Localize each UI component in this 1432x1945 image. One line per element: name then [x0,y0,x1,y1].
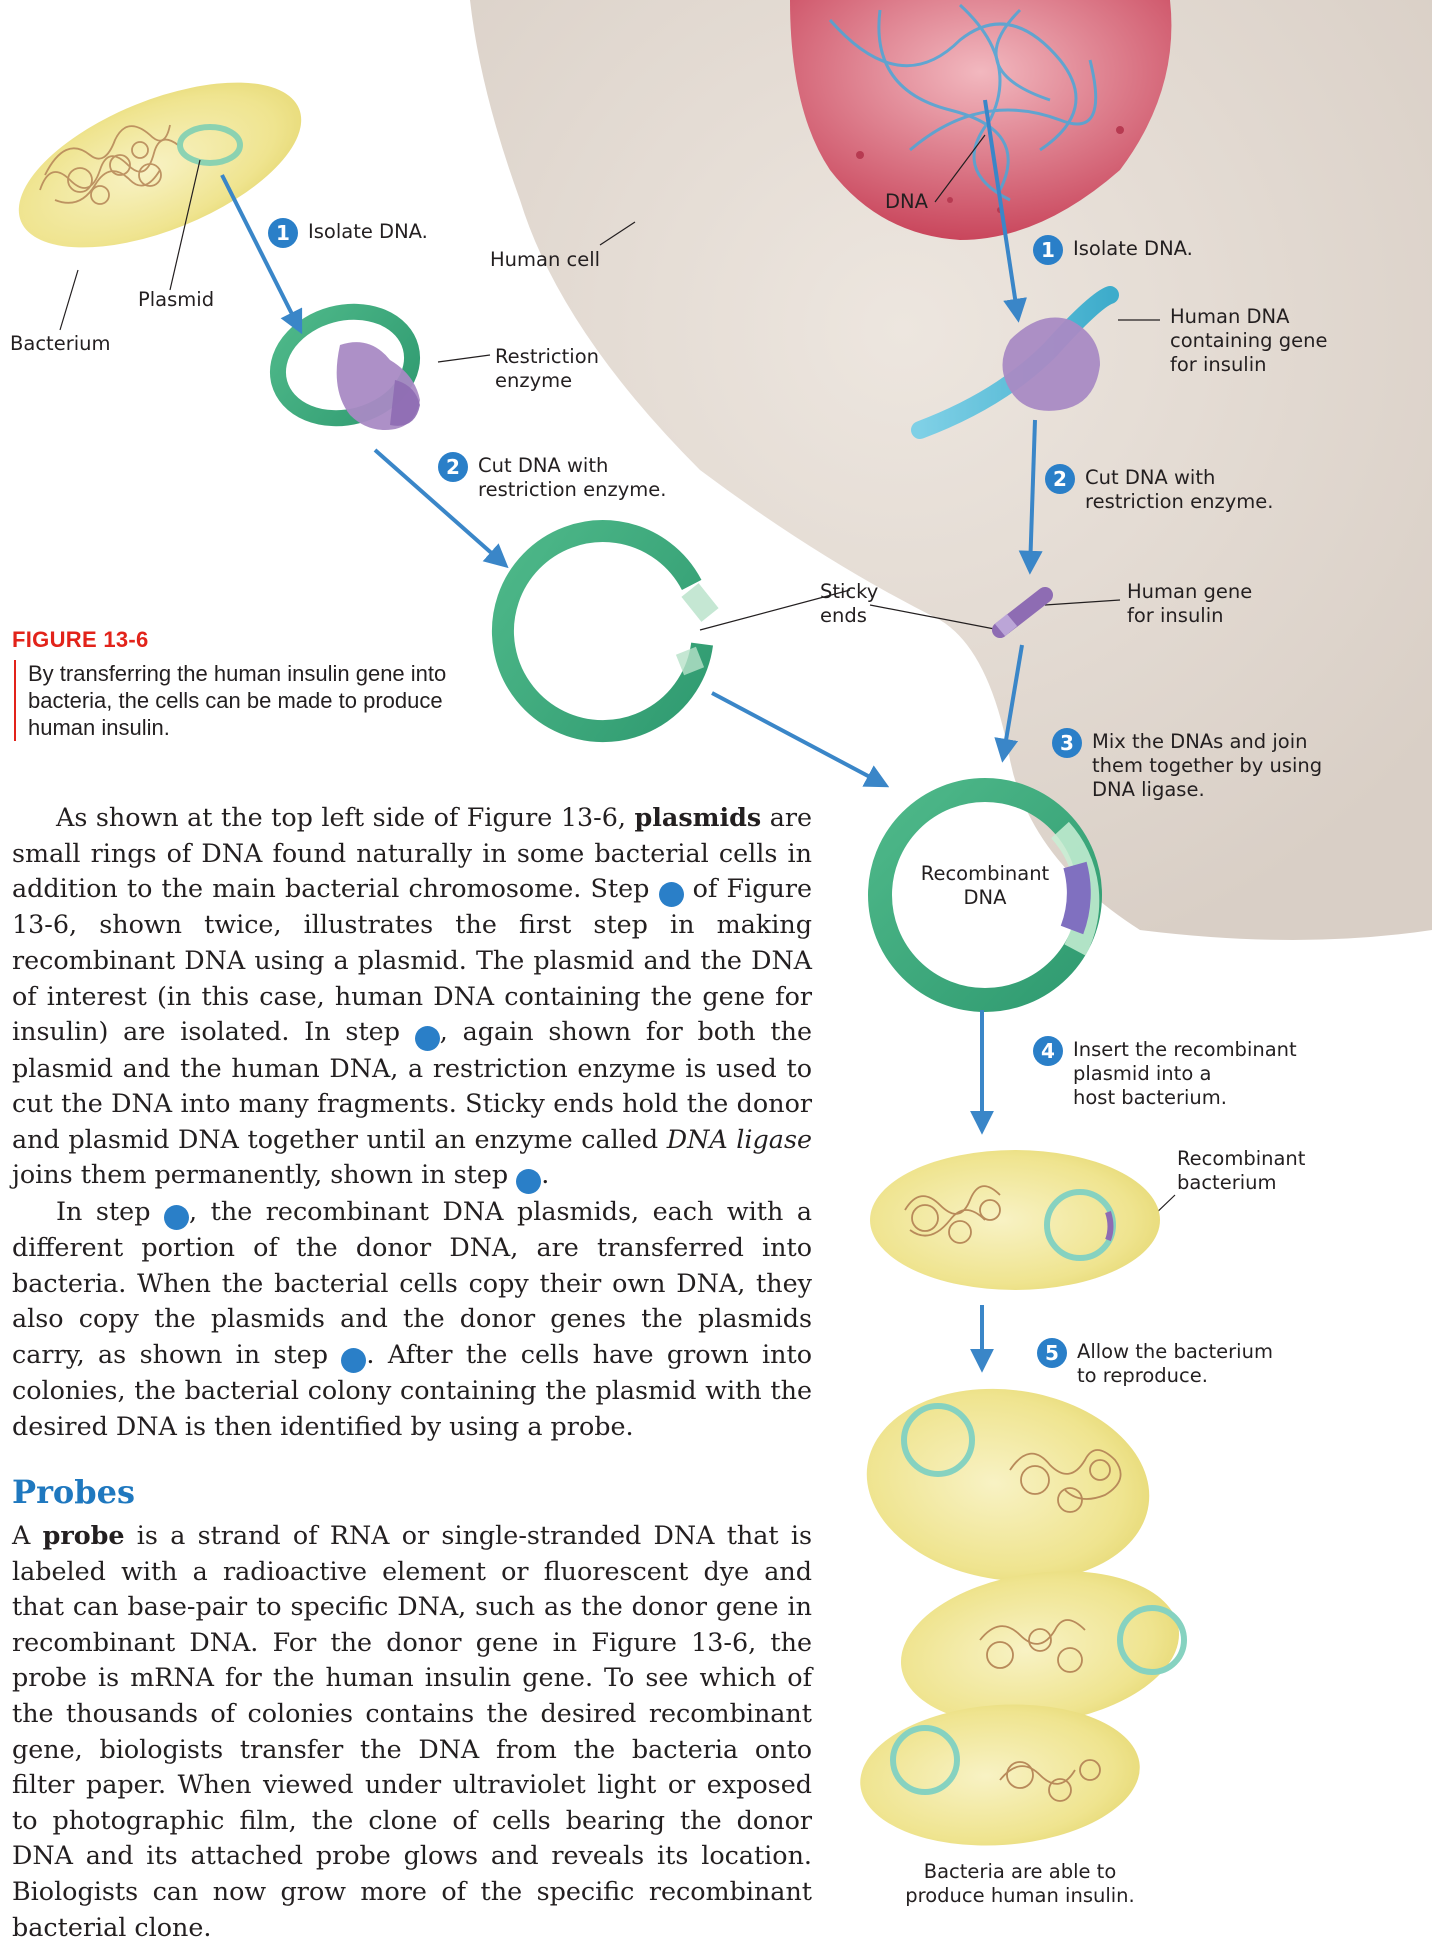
sticky-ends-label: Sticky ends [820,580,878,628]
step-3-icon: 3 [516,1169,541,1194]
term-probe: probe [43,1520,125,1550]
recombinant-bacterium-label: Recombinant bacterium [1177,1147,1305,1195]
bacterium-label: Bacterium [10,332,110,356]
recombinant-bacterium [870,1150,1160,1290]
figure-caption: By transferring the human insulin gene i… [14,660,448,741]
step-number-badge: 1 [268,218,298,248]
restriction-enzyme-label: Restriction enzyme [495,345,599,393]
step-5: 5 Allow the bacterium to reproduce. [1037,1338,1273,1388]
body-text-upper: As shown at the top left side of Figure … [12,800,812,1444]
plasmid-label: Plasmid [138,288,214,312]
paragraph-probes: A probe is a strand of RNA or single-str… [12,1518,812,1945]
term-plasmids: plasmids [634,802,761,832]
step-text: Insert the recombinant plasmid into a ho… [1073,1036,1297,1110]
step-text: Cut DNA with restriction enzyme. [478,452,666,502]
paragraph-transfer: In step 4, the recombinant DNA plasmids,… [12,1194,812,1445]
step-3: 3 Mix the DNAs and join them together by… [1052,728,1322,802]
step-text: Mix the DNAs and join them together by u… [1092,728,1322,802]
dna-label: DNA [885,190,928,214]
step-number-badge: 1 [1033,235,1063,265]
step-1-left: 1 Isolate DNA. [268,218,428,248]
step-number-badge: 2 [438,452,468,482]
step-text: Cut DNA with restriction enzyme. [1085,464,1273,514]
human-dna-label: Human DNA containing gene for insulin [1170,305,1327,377]
human-gene-label: Human gene for insulin [1127,580,1252,628]
reproduced-bacteria [854,1371,1189,1854]
body-text-probes: A probe is a strand of RNA or single-str… [12,1518,812,1945]
figure-title: FIGURE 13-6 [12,627,149,653]
step-number-badge: 4 [1033,1036,1063,1066]
recombinant-dna-label: Recombinant DNA [912,862,1058,910]
step-1-icon: 1 [659,882,684,907]
step-2-left: 2 Cut DNA with restriction enzyme. [438,452,666,502]
step-2-right: 2 Cut DNA with restriction enzyme. [1045,464,1273,514]
step-text: Isolate DNA. [308,218,428,244]
term-dna-ligase: DNA ligase [667,1124,812,1154]
step-number-badge: 2 [1045,464,1075,494]
step-text: Allow the bacterium to reproduce. [1077,1338,1273,1388]
step-number-badge: 3 [1052,728,1082,758]
step-2-icon: 2 [415,1026,440,1051]
step-4-icon: 4 [164,1205,189,1230]
step-4: 4 Insert the recombinant plasmid into a … [1033,1036,1297,1110]
cut-plasmid [487,516,714,747]
final-caption-label: Bacteria are able to produce human insul… [885,1860,1155,1908]
step-number-badge: 5 [1037,1338,1067,1368]
step-text: Isolate DNA. [1073,235,1193,261]
step-1-right: 1 Isolate DNA. [1033,235,1193,265]
human-cell-label: Human cell [490,248,600,272]
section-heading-probes: Probes [12,1473,135,1511]
paragraph-plasmids: As shown at the top left side of Figure … [12,800,812,1194]
step-5-icon: 5 [341,1348,366,1373]
plasmid-with-enzyme [266,297,424,433]
